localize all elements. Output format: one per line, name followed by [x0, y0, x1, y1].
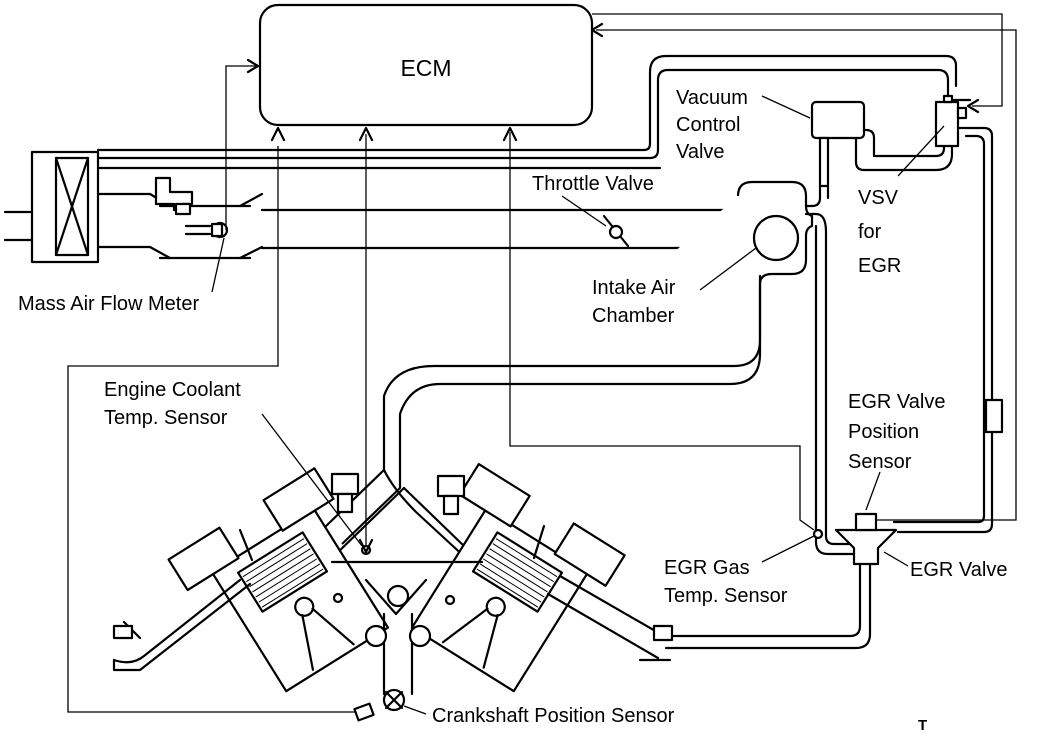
egr-gas-temp-sensor: [812, 528, 824, 540]
signal-wires: [67, 13, 1017, 713]
svg-text:Intake Air: Intake Air: [592, 277, 676, 299]
svg-text:Sensor: Sensor: [848, 451, 912, 473]
svg-text:EGR Valve: EGR Valve: [848, 391, 945, 413]
ecm-unit: [258, 3, 594, 127]
egr-valve-label: EGR Valve: [910, 559, 1007, 581]
svg-text:EGR Gas: EGR Gas: [664, 557, 750, 579]
throttle-valve-label: Throttle Valve: [532, 173, 654, 195]
vacuum-control-valve-label: Vacuum Control Valve: [676, 87, 748, 163]
egr-pipe: [804, 212, 858, 556]
leader-lines: [211, 95, 945, 715]
svg-text:Temp. Sensor: Temp. Sensor: [104, 407, 228, 429]
svg-text:Chamber: Chamber: [592, 305, 675, 327]
egr-valve-position-sensor-label: EGR Valve Position Sensor: [848, 391, 945, 473]
egr-vacuum-line: [892, 126, 1004, 534]
engine-coolant-temp-sensor-label: Engine Coolant Temp. Sensor: [104, 379, 241, 429]
corner-mark: T: [918, 717, 927, 734]
vsv-for-egr-label: VSV for EGR: [858, 187, 901, 277]
crankshaft-position-sensor: [353, 688, 406, 722]
svg-text:EGR: EGR: [858, 255, 901, 277]
svg-text:Position: Position: [848, 421, 919, 443]
exhaust-to-egr: [664, 572, 872, 650]
svg-text:Temp. Sensor: Temp. Sensor: [664, 585, 788, 607]
engine-block: [112, 463, 674, 696]
mass-air-flow-meter-label: Mass Air Flow Meter: [18, 293, 199, 315]
svg-text:Control: Control: [676, 114, 740, 136]
vacuum-hoses: [96, 54, 972, 208]
svg-text:for: for: [858, 221, 882, 243]
ecm-label: ECM: [400, 55, 451, 81]
svg-text:Valve: Valve: [676, 141, 725, 163]
svg-text:Vacuum: Vacuum: [676, 87, 748, 109]
intake-air-chamber: [341, 180, 814, 545]
intake-air-chamber-label: Intake Air Chamber: [592, 277, 676, 327]
vacuum-control-valve: [810, 100, 866, 188]
svg-text:Engine Coolant: Engine Coolant: [104, 379, 241, 401]
air-cleaner: [3, 150, 100, 264]
intake-runners: [322, 274, 762, 562]
mass-air-flow-meter: [154, 176, 229, 239]
egr-gas-temp-sensor-label: EGR Gas Temp. Sensor: [664, 557, 788, 607]
throttle-valve: [602, 214, 630, 248]
svg-text:VSV: VSV: [858, 187, 899, 209]
egr-valve: [834, 512, 898, 576]
crankshaft-position-sensor-label: Crankshaft Position Sensor: [432, 705, 675, 727]
vsv-for-egr: [934, 94, 968, 148]
